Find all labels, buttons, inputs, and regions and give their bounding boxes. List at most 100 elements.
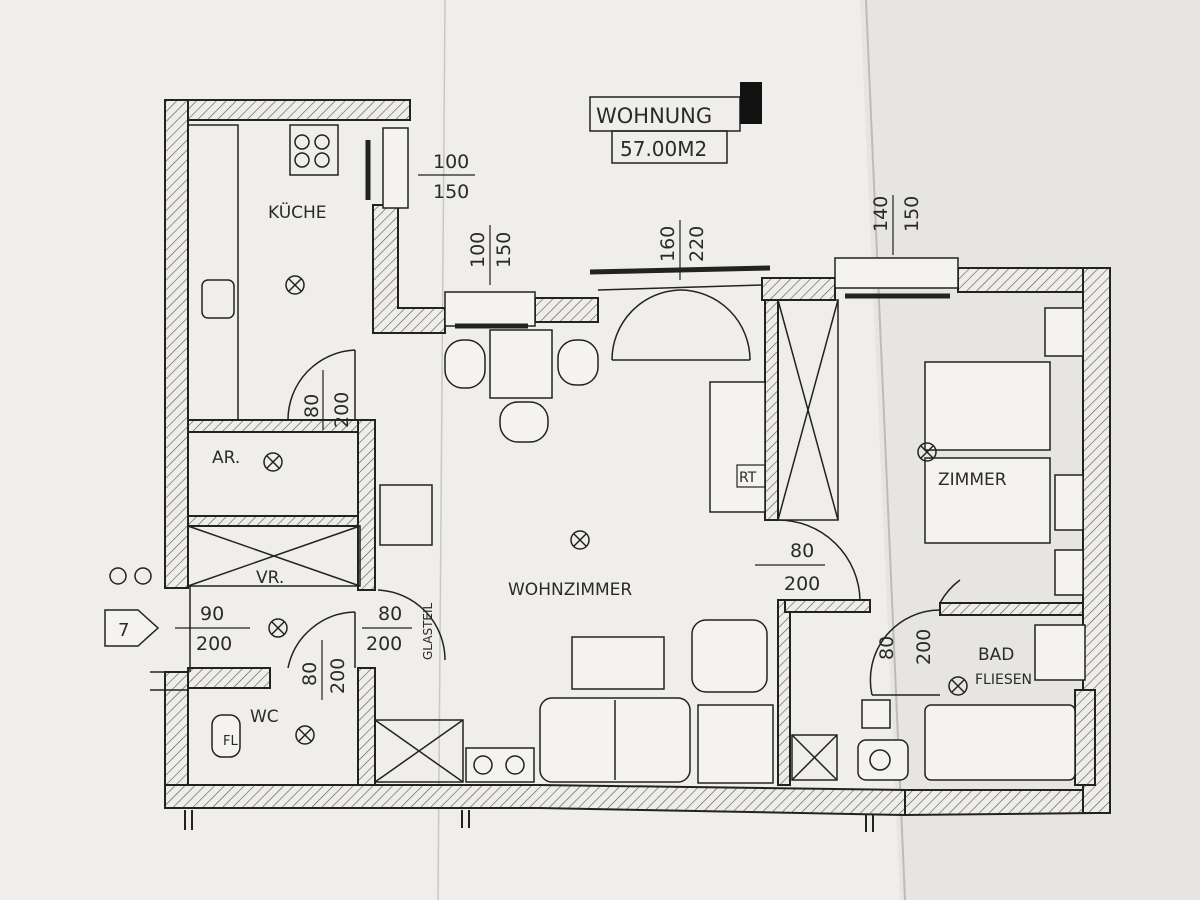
kitchen-sink — [201, 279, 235, 319]
room-label-wc: WC — [250, 707, 279, 727]
room-label-storage: AR. — [212, 448, 240, 468]
dim-bath-door-h: 200 — [913, 629, 935, 665]
bed-top — [924, 361, 1051, 451]
dim-kitchen-door-h: 200 — [331, 392, 353, 428]
wall-storage-bottom — [187, 515, 371, 527]
wall-wc-east — [357, 667, 376, 786]
dim-living-door-w: 80 — [378, 603, 402, 625]
bedroom-nightstand — [1044, 307, 1084, 357]
living-cabinet — [777, 299, 839, 521]
furniture — [211, 307, 1086, 784]
light-kitchen — [285, 275, 305, 295]
wall-living-divider — [764, 299, 779, 521]
washbasin — [857, 739, 909, 781]
dim-bedroom-door-w: 80 — [790, 540, 814, 562]
openings — [150, 127, 959, 691]
light-hall — [268, 618, 288, 638]
dining-table — [489, 329, 553, 399]
wall-top-center-left — [534, 297, 599, 323]
wall-bath-south-stub — [1074, 689, 1096, 786]
wall-bath-bedroom — [939, 602, 1084, 616]
dim-kitchen-window-h: 150 — [433, 181, 469, 203]
room-label-bath: BAD — [978, 645, 1014, 665]
glass-cabinet — [379, 484, 433, 546]
electrical-panel — [861, 699, 891, 729]
wall-top-center-right — [761, 277, 836, 301]
dimension-labels: 100 150 100 150 160 220 140 150 80 200 9… — [175, 151, 935, 700]
dim-living-window-w: 100 — [467, 232, 489, 268]
wall-wc-top — [187, 667, 271, 689]
kitchen-window — [382, 127, 409, 209]
apartment-area: 57.00M2 — [620, 137, 707, 161]
door-swings — [287, 289, 961, 696]
living-window — [444, 291, 536, 327]
dim-entry-door-w: 90 — [200, 603, 224, 625]
bath-shower — [791, 734, 838, 781]
kitchen-door-swing — [287, 349, 356, 421]
room-labels: KÜCHE AR. VR. WC FL WOHNZIMMER ZIMMER BA… — [212, 201, 1032, 749]
wall-bath-west — [777, 599, 791, 786]
wall-bedroom-top — [957, 267, 1084, 293]
dim-kitchen-window-w: 100 — [433, 151, 469, 173]
wall-kitchen-top — [164, 99, 411, 121]
dim-wc-door-w: 80 — [299, 662, 321, 686]
wc-toilet — [211, 714, 241, 758]
dim-kitchen-door-w: 80 — [301, 394, 323, 418]
light-storage — [263, 452, 283, 472]
coffee-table — [571, 636, 665, 690]
light-markers — [109, 275, 968, 745]
room-label-hall: VR. — [256, 568, 284, 588]
bedroom-window — [834, 257, 959, 289]
dim-bedroom-window-h: 150 — [901, 196, 923, 232]
light-bedroom — [917, 442, 937, 462]
dim-living-door-h: 200 — [366, 633, 402, 655]
balcony-door-swing-right — [679, 289, 751, 361]
room-label-bedroom: ZIMMER — [938, 470, 1007, 490]
room-label-living: WOHNZIMMER — [508, 580, 632, 600]
glass-panel-label: GLASTEIL — [421, 602, 435, 660]
apartment-title: WOHNUNG — [596, 104, 712, 128]
armchair — [691, 619, 768, 693]
built-ins — [187, 124, 839, 783]
glass-door-swing — [377, 589, 446, 661]
dim-balcony-door-h: 220 — [686, 226, 708, 262]
foundation-stubs — [184, 810, 874, 832]
bath-sink — [1034, 624, 1086, 681]
wall-south-right — [904, 789, 1096, 817]
wall-storage-east — [357, 419, 376, 591]
living-desk — [709, 381, 766, 513]
dim-bath-door-w: 80 — [876, 636, 898, 660]
dim-bedroom-door-h: 200 — [784, 573, 820, 595]
wc-door-swing — [287, 611, 356, 669]
room-label-bath-finish: FLIESEN — [975, 672, 1032, 688]
living-cabinet-2 — [374, 719, 464, 783]
bath-door-swing — [869, 609, 941, 696]
bed-bottom — [924, 457, 1051, 544]
wall-bath-top — [784, 599, 871, 613]
side-table — [697, 704, 774, 784]
dim-bedroom-window-w: 140 — [870, 196, 892, 232]
bathtub — [924, 704, 1076, 781]
room-label-kitchen: KÜCHE — [268, 201, 327, 223]
doorbell-icon — [109, 567, 152, 585]
light-wc — [295, 725, 315, 745]
redaction-mark — [740, 82, 762, 124]
hall-wardrobe — [187, 525, 361, 587]
light-bath — [948, 676, 968, 696]
bedroom-door-swing — [939, 579, 961, 604]
kitchen-counter — [187, 124, 239, 421]
dim-living-window-h: 150 — [493, 232, 515, 268]
balcony-door-swing-left — [611, 289, 681, 361]
dim-wc-door-h: 200 — [327, 658, 349, 694]
light-living — [570, 530, 590, 550]
kitchen-stove — [289, 124, 339, 176]
dim-balcony-door-w: 160 — [657, 226, 679, 262]
dim-entry-door-h: 200 — [196, 633, 232, 655]
entrance-marker: 7 — [104, 609, 160, 647]
title-block: WOHNUNG 57.00M2 — [589, 82, 762, 164]
radiator-label: RT — [739, 470, 757, 486]
room-label-wc-floor: FL — [223, 734, 238, 749]
wall-west-upper — [164, 99, 189, 589]
living-door-swing — [777, 519, 861, 601]
